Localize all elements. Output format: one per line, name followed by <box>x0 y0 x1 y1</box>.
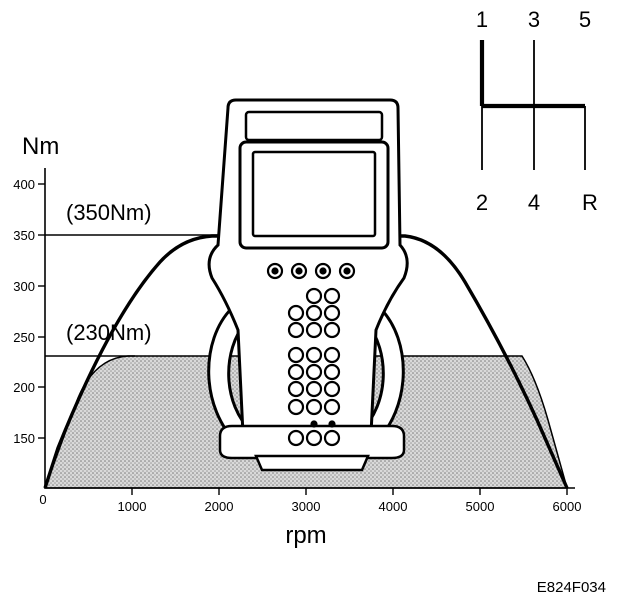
top-strip <box>244 110 384 142</box>
x-tick-label: 5000 <box>466 499 495 514</box>
gear-label: 3 <box>528 7 540 32</box>
y-tick-label: 300 <box>13 279 35 294</box>
y-axis-label: Nm <box>22 133 59 160</box>
x-tick-label: 1000 <box>118 499 147 514</box>
y-tick-label: 200 <box>13 380 35 395</box>
x-tick-marks <box>131 488 568 495</box>
y-tick-label: 400 <box>13 177 35 192</box>
limited-torque-label: (230Nm) <box>66 320 152 345</box>
x-tick-label: 4000 <box>379 499 408 514</box>
y-tick-label: 250 <box>13 330 35 345</box>
x-tick-label: 3000 <box>292 499 321 514</box>
gear-label: R <box>582 190 598 215</box>
bottom-foot <box>254 454 370 472</box>
y-tick-label: 150 <box>13 431 35 446</box>
scan-tool-illustration <box>207 98 409 472</box>
keypad <box>287 287 341 447</box>
x-tick-label: 2000 <box>205 499 234 514</box>
function-buttons <box>266 262 356 280</box>
gear-label: 4 <box>528 190 540 215</box>
gear-shift-pattern: 1 3 5 2 4 R <box>476 7 598 215</box>
screen <box>251 150 377 238</box>
gear-label: 5 <box>579 7 591 32</box>
gear-label: 1 <box>476 7 488 32</box>
peak-torque-label: (350Nm) <box>66 200 152 225</box>
gear-label: 2 <box>476 190 488 215</box>
origin-label: 0 <box>39 492 46 507</box>
x-axis-label: rpm <box>285 522 326 549</box>
y-tick-label: 350 <box>13 228 35 243</box>
x-tick-label: 6000 <box>553 499 582 514</box>
figure-code: E824F034 <box>537 579 606 596</box>
y-tick-marks <box>38 183 45 439</box>
